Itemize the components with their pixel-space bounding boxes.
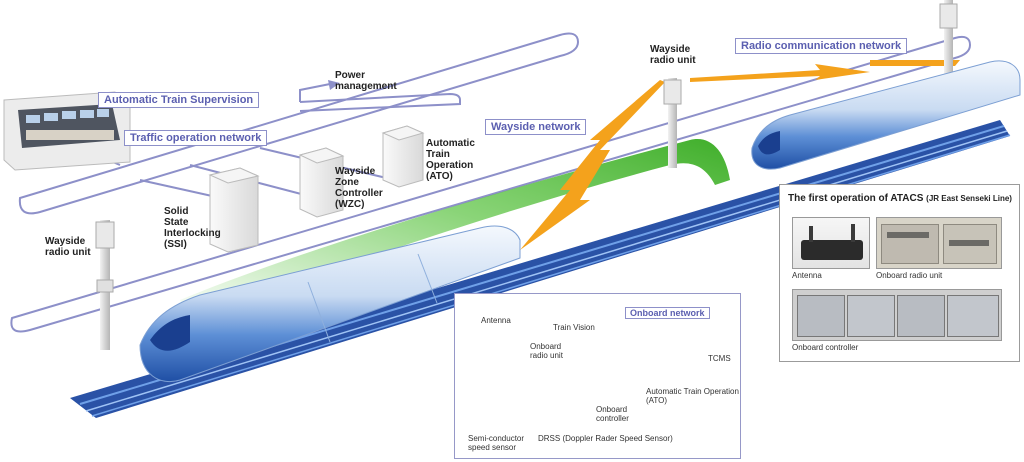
photo-title-sub: (JR East Senseki Line) [926,194,1012,203]
onboard-radio-unit-caption: Onboard radio unit [876,271,943,280]
onboard-ato-label: Automatic Train Operation (ATO) [646,387,739,405]
drss-label: DRSS (Doppler Rader Speed Sensor) [538,434,673,443]
radio-signal [520,60,960,250]
traffic-network-label: Traffic operation network [124,130,268,146]
power-management-label: Power management [335,70,397,92]
antenna-photo [792,217,870,269]
antenna-photo-caption: Antenna [792,271,822,280]
control-room [3,91,131,171]
tcms-label: TCMS [708,354,731,363]
radio-network-label: Radio communication network [735,38,908,54]
onboard-controller-caption: Onboard controller [792,343,859,352]
atacs-photo-panel: The first operation of ATACS (JR East Se… [779,184,1020,362]
wayside-poles [95,0,958,350]
onboard-radio-unit-label: Onboard radio unit [530,342,563,360]
wayside-radio-left-label: Wayside radio unit [45,236,91,258]
ats-network-label: Automatic Train Supervision [98,92,260,108]
train-front [139,225,521,382]
wayside-radio-top-label: Wayside radio unit [650,44,696,66]
photo-panel-title: The first operation of ATACS (JR East Se… [788,193,1012,204]
onboard-network-panel [454,293,741,459]
equipment [208,125,425,253]
wzc-label: Wayside Zone Controller (WZC) [335,166,383,210]
wayside-network-label: Wayside network [485,119,587,135]
speed-sensor-label: Semi-conductor speed sensor [468,434,525,452]
onboard-antenna-label: Antenna [481,316,511,325]
ssi-label: Solid State Interlocking (SSI) [164,206,221,250]
onboard-network-label: Onboard network [625,307,710,319]
onboard-radio-unit-photo [876,217,1002,269]
photo-title-text: The first operation of ATACS [788,193,924,204]
ato-label: Automatic Train Operation (ATO) [426,138,475,182]
train-rear [751,60,1021,170]
train-vision-label: Train Vision [553,323,595,332]
onboard-controller-photo [792,289,1002,341]
onboard-controller-label: Onboard controller [596,405,629,423]
